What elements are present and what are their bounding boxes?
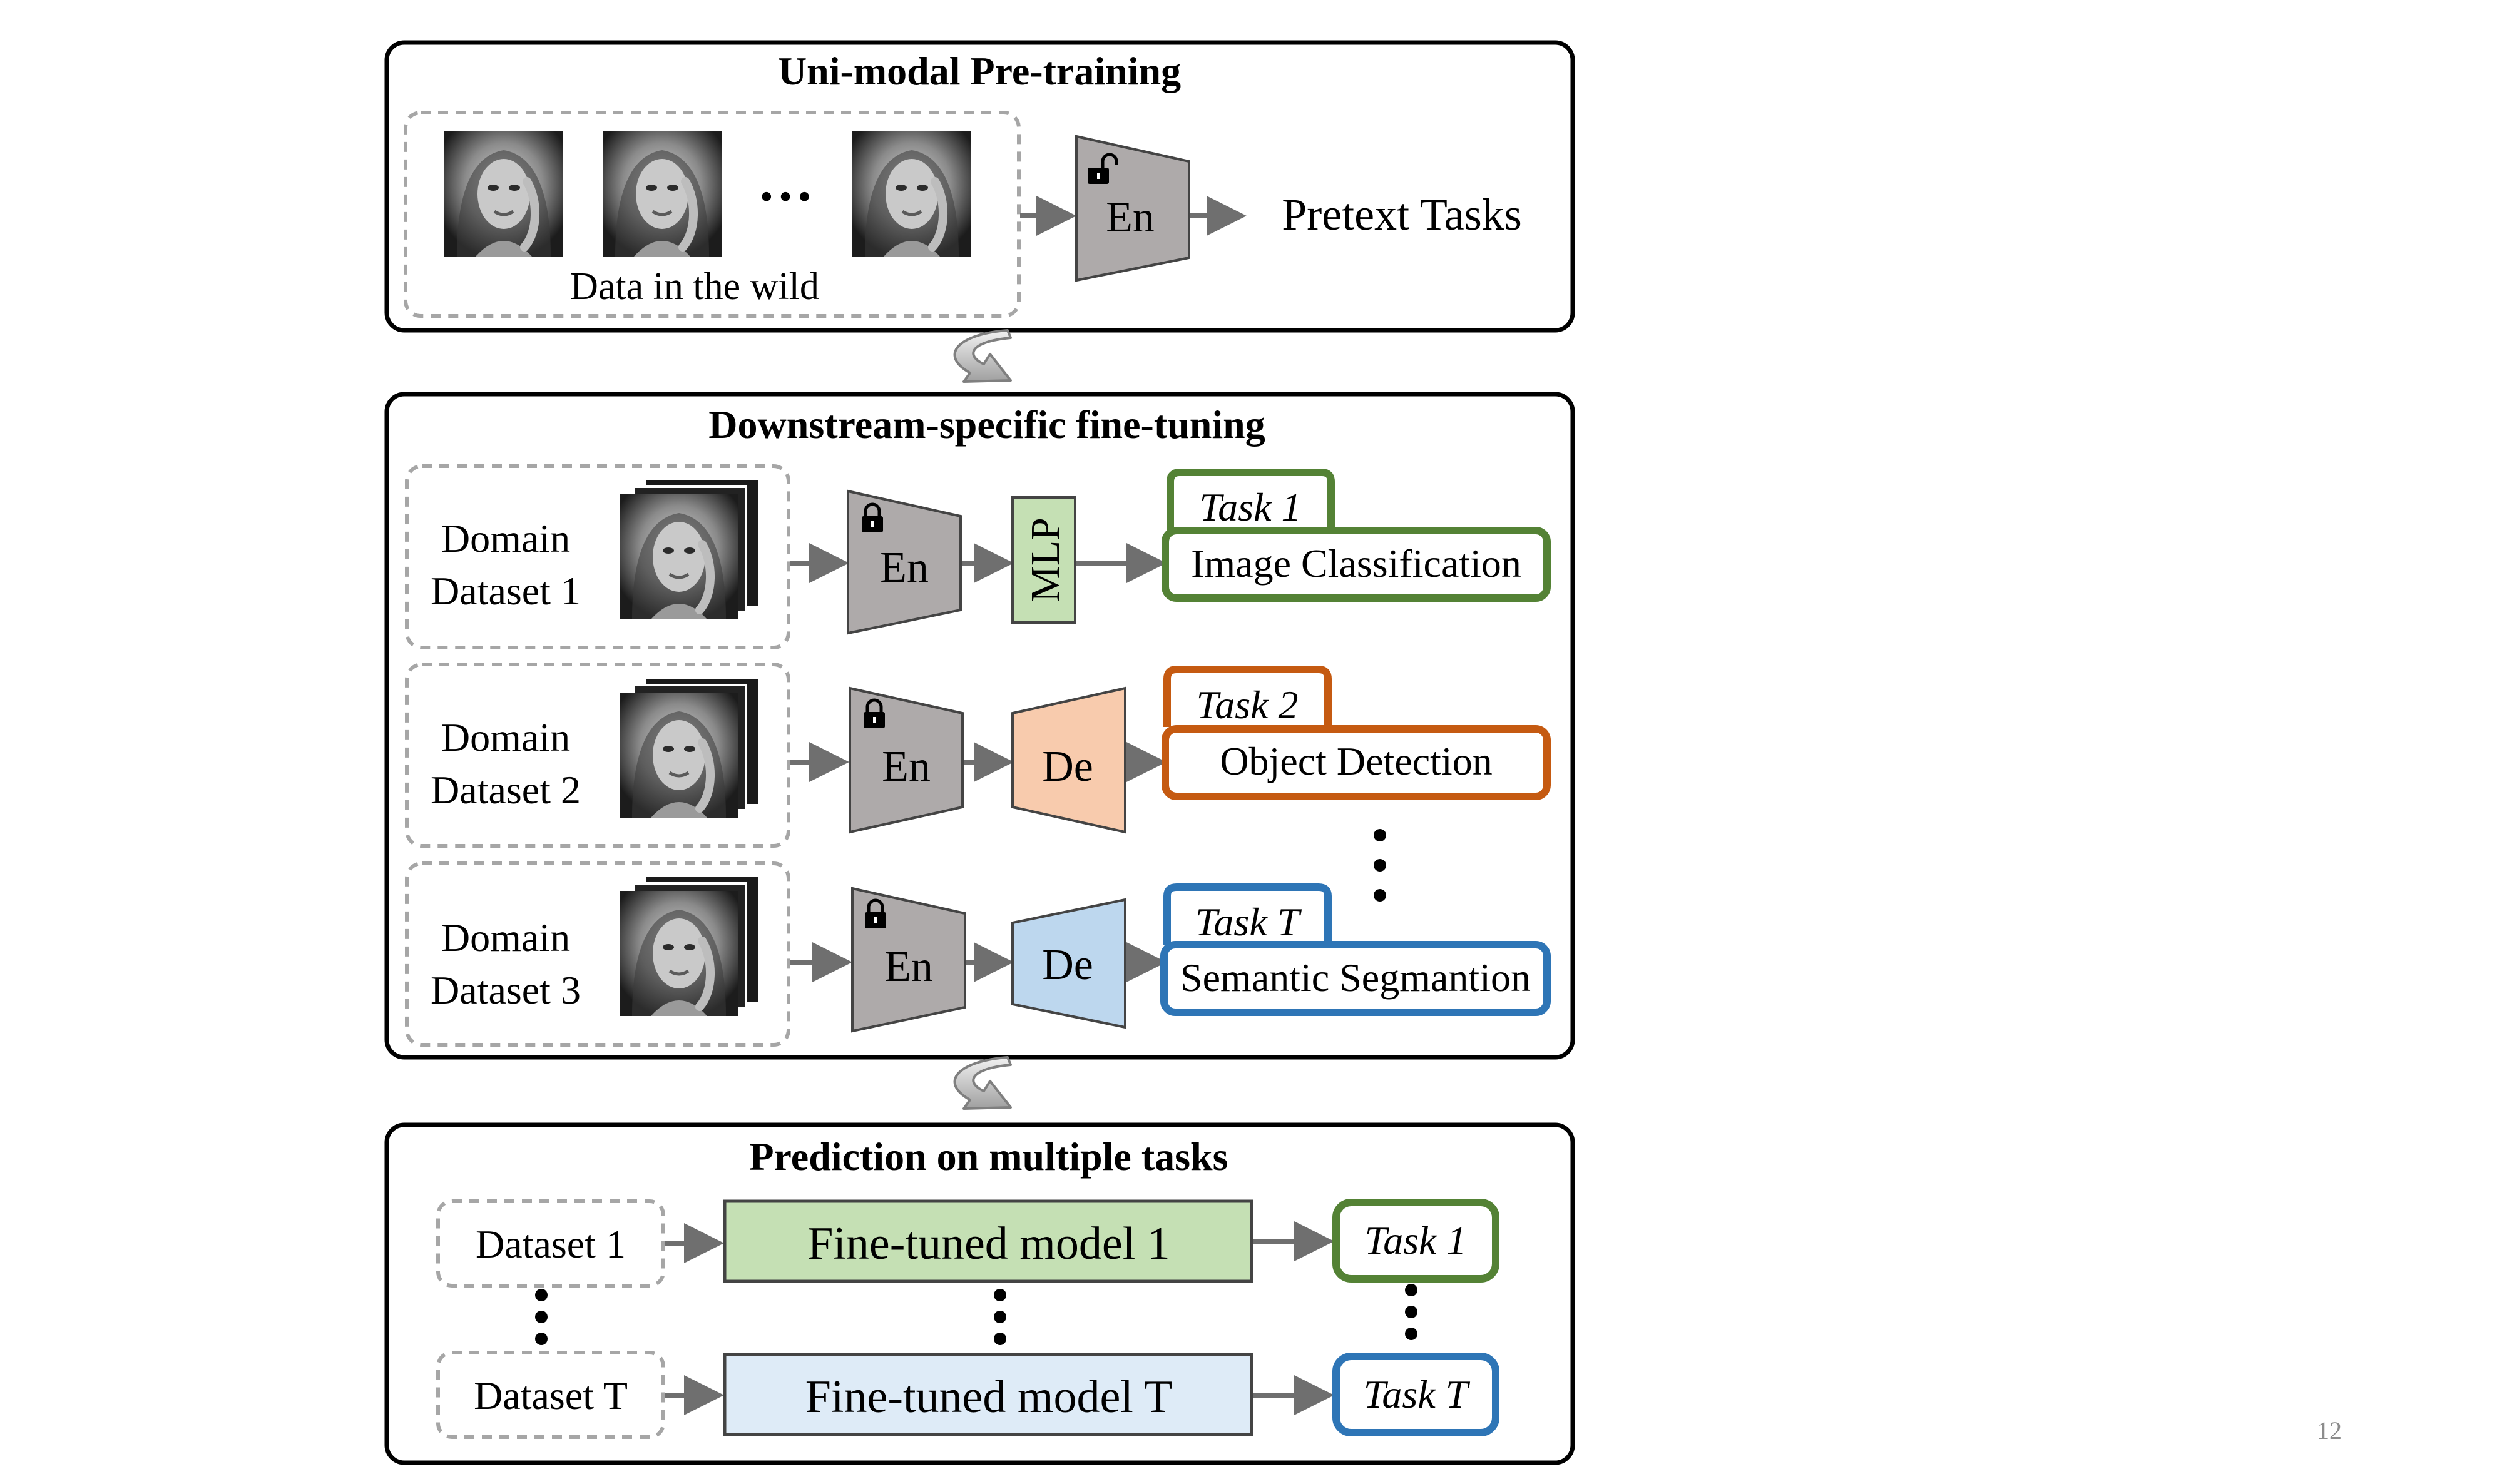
domain-label: Domain [441,715,570,760]
encoder-label: En [884,943,933,991]
task-tag [1163,883,1332,945]
domain-label: Domain [441,516,570,561]
finetuning-title: Downstream-specific fine-tuning [708,402,1265,447]
decoder-label: De [1042,743,1093,791]
vertical-ellipsis [1374,829,1386,902]
dataset-label: Dataset 1 [476,1222,626,1266]
pretraining-panel-border [384,40,1575,333]
portrait-image [603,131,722,257]
dataset-label: Dataset 3 [431,968,581,1012]
task-tag-label: Task T [1195,900,1302,944]
domain-dataset-group [405,464,790,649]
data-in-wild-group [404,111,1021,318]
finetune-row: Domain Dataset 1 En MLP Task 1 Image Cla… [405,464,1551,649]
vertical-ellipsis [994,1289,1006,1345]
task-box [1332,1199,1499,1283]
finetuned-model-box [723,1199,1254,1283]
pretraining-panel: Uni-modal Pre-training … Data in the wil… [384,40,1575,333]
mlp-head [1011,496,1076,624]
task-name: Image Classification [1191,541,1521,586]
dataset-label: Dataset 1 [431,569,581,613]
ellipsis: … [757,151,814,213]
domain-dataset-group [405,663,790,848]
task-tag [1163,666,1332,727]
task-box [1162,725,1551,800]
decoder-block [1011,898,1126,1029]
portrait-image [620,693,738,818]
prediction-title: Prediction on multiple tasks [749,1134,1228,1179]
data-in-wild-caption: Data in the wild [570,265,819,308]
portrait-image [620,494,738,619]
portrait-image [852,131,971,257]
mlp-label: MLP [1023,517,1068,602]
finetuned-model-box [723,1353,1254,1436]
domain-label: Domain [441,915,570,960]
task-box [1160,941,1551,1016]
task-tag-label: Task 1 [1199,485,1301,529]
decoder-block [1011,686,1126,834]
task-box [1162,527,1551,602]
prediction-panel-border [384,1122,1575,1465]
pretraining-title: Uni-modal Pre-training [778,49,1181,93]
task-name: Semantic Segmantion [1180,955,1531,1000]
portrait-image [444,131,563,257]
curved-arrow-icon [953,1056,1012,1110]
dataset-box [436,1199,665,1288]
prediction-panel: Prediction on multiple tasks Dataset 1 F… [384,1122,1575,1465]
dataset-label: Dataset 2 [431,768,581,812]
task-tag-label: Task 2 [1196,683,1298,727]
encoder-label: En [1106,193,1155,241]
portrait-image [620,891,738,1016]
dataset-label: Dataset T [474,1373,628,1418]
vertical-ellipsis [1405,1284,1417,1340]
task-tag [1167,469,1335,531]
finetune-row: Domain Dataset 2 En De Task 2 Object Det… [405,663,1551,848]
dataset-box [436,1351,665,1439]
finetuned-model-label: Fine-tuned model 1 [807,1218,1170,1269]
pretext-tasks-label: Pretext Tasks [1282,190,1522,240]
page-number: 12 [2317,1416,2342,1445]
domain-dataset-group [405,861,790,1047]
task-name: Object Detection [1220,739,1492,783]
task-box [1332,1353,1499,1436]
curved-arrow-icon [953,329,1012,383]
finetuned-model-label: Fine-tuned model T [805,1371,1172,1423]
finetuning-panel: Downstream-specific fine-tuning Domain D… [384,392,1575,1060]
task-label: Task 1 [1364,1218,1466,1263]
task-label: Task T [1364,1372,1471,1416]
encoder-label: En [880,544,929,592]
vertical-ellipsis [535,1289,548,1345]
decoder-label: De [1042,941,1093,989]
encoder-label: En [882,743,931,791]
finetune-row: Domain Dataset 3 En De Task T Semantic S… [405,861,1551,1047]
